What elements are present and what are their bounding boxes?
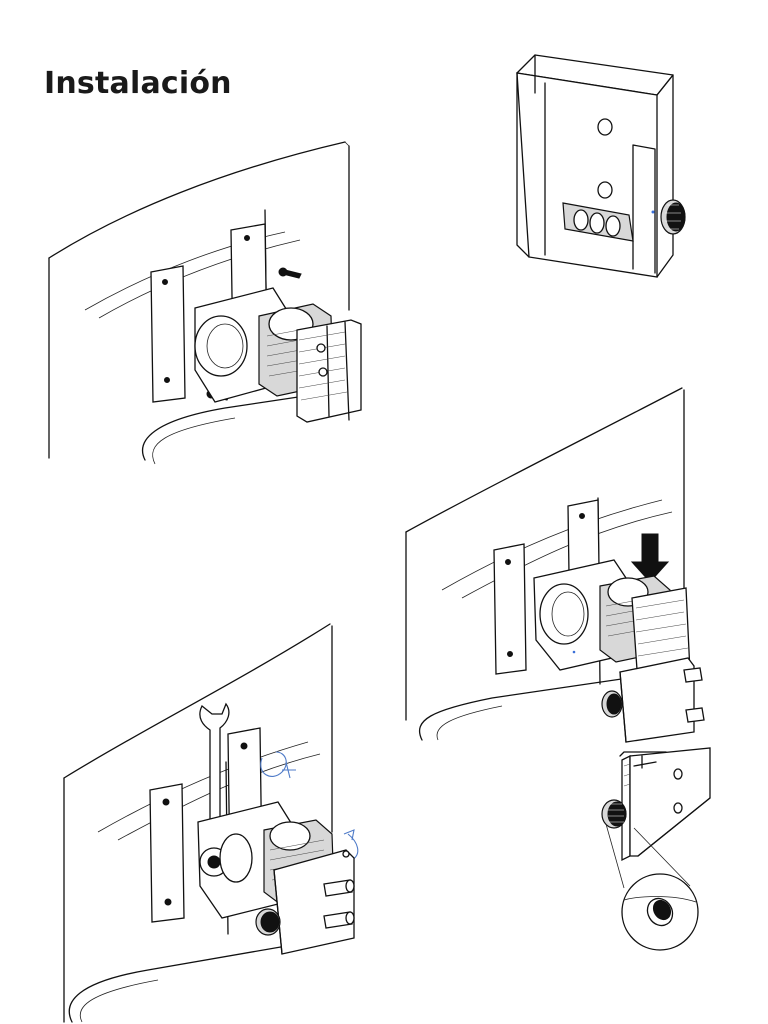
page-title: Instalación: [44, 66, 232, 101]
figure-slide-into-cradle: [402, 380, 722, 743]
figure-mounting-cradle: [505, 45, 695, 290]
figure-knob-detail: [594, 747, 718, 974]
figure-attach-mount-to-monitor: [45, 140, 375, 470]
figure-tighten-with-wrench: [58, 622, 398, 1023]
